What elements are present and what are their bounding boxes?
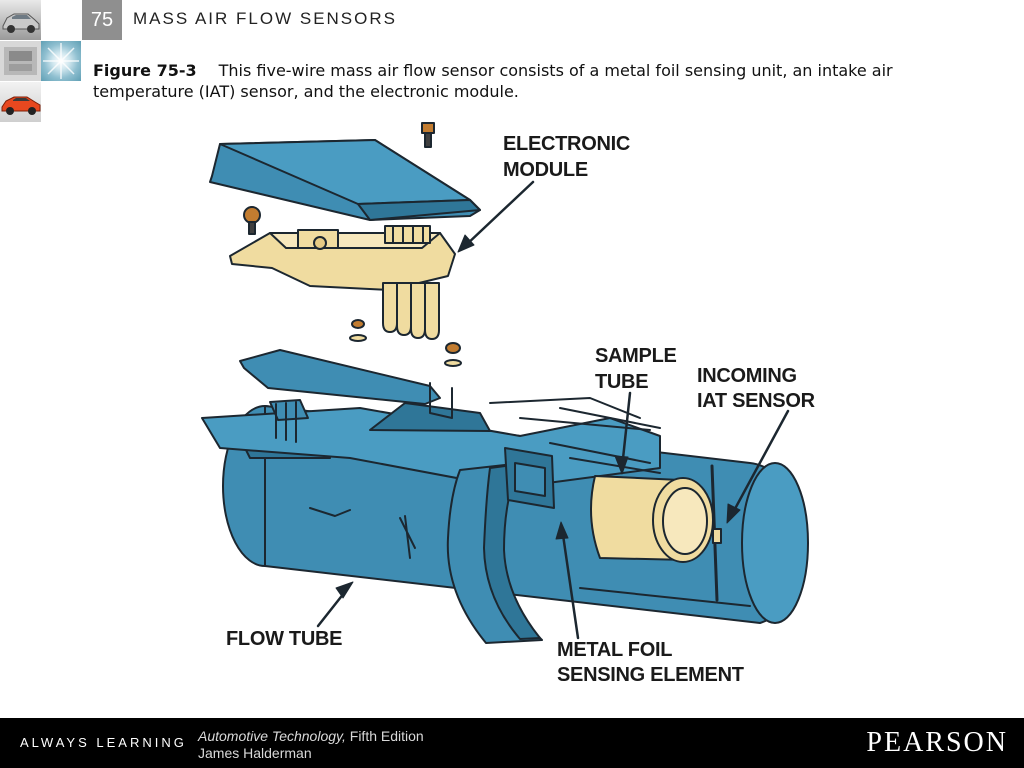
label-iat-sensor-line1: INCOMING bbox=[697, 365, 797, 387]
label-sample-tube-line2: TUBE bbox=[595, 371, 649, 393]
crystal-thumbnail bbox=[41, 41, 81, 81]
label-metal-foil-line2: SENSING ELEMENT bbox=[557, 664, 744, 686]
figure-label: Figure 75-3 bbox=[93, 61, 197, 80]
footer-tagline: ALWAYS LEARNING bbox=[20, 735, 187, 750]
iat-sensor bbox=[710, 464, 722, 602]
maf-sensor-illustration bbox=[201, 122, 809, 644]
maf-sensor-diagram: ELECTRONIC MODULE SAMPLE TUBE INCOMING I… bbox=[190, 118, 840, 698]
header-thumbnails bbox=[0, 0, 41, 122]
top-screw bbox=[421, 122, 435, 148]
label-electronic-module-line1: ELECTRONIC bbox=[503, 133, 631, 155]
module-wires bbox=[382, 282, 440, 340]
publisher-logo: PEARSON bbox=[866, 727, 1008, 758]
car-thumbnail-red bbox=[0, 82, 41, 122]
sample-tube bbox=[590, 475, 714, 563]
washers bbox=[349, 319, 462, 367]
electronic-module bbox=[229, 225, 456, 340]
metal-foil-sensing-element bbox=[504, 447, 555, 509]
module-cover bbox=[209, 139, 481, 221]
footer-bar: ALWAYS LEARNING Automotive Technology, F… bbox=[0, 718, 1024, 768]
label-electronic-module-line2: MODULE bbox=[503, 159, 588, 181]
engine-thumbnail bbox=[0, 41, 41, 81]
figure-caption-text: This five-wire mass air flow sensor cons… bbox=[93, 61, 893, 101]
flow-tube bbox=[201, 382, 809, 624]
chapter-title: MASS AIR FLOW SENSORS bbox=[133, 9, 397, 28]
footer-book-info: Automotive Technology, Fifth Edition Jam… bbox=[198, 728, 424, 762]
gasket-plate bbox=[239, 349, 441, 405]
label-metal-foil-line1: METAL FOIL bbox=[557, 639, 673, 661]
car-thumbnail-silver bbox=[0, 0, 41, 40]
book-author: James Halderman bbox=[198, 745, 312, 761]
arrow-heads bbox=[335, 234, 741, 599]
book-title: Automotive Technology, bbox=[198, 728, 346, 744]
chapter-number: 75 bbox=[82, 0, 122, 40]
side-screw bbox=[243, 206, 261, 235]
flange-ring bbox=[446, 462, 543, 644]
label-iat-sensor-line2: IAT SENSOR bbox=[697, 390, 815, 412]
book-edition: Fifth Edition bbox=[345, 728, 424, 744]
label-sample-tube-line1: SAMPLE bbox=[595, 345, 677, 367]
label-flow-tube: FLOW TUBE bbox=[226, 628, 343, 650]
